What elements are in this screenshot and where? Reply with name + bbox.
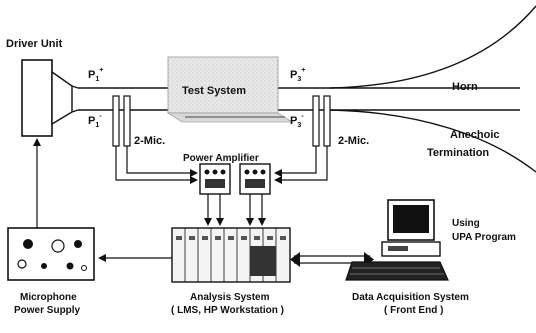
- anechoic-label-line1: Anechoic: [450, 129, 500, 141]
- driver-unit: [21, 59, 79, 137]
- power-amplifier-label: Power Amplifier: [183, 153, 259, 164]
- analysis-system-label-line2: ( LMS, HP Workstation ): [171, 305, 284, 316]
- horn: [329, 5, 536, 173]
- right-2-mic-label: 2-Mic.: [338, 135, 369, 147]
- duct: [78, 87, 520, 111]
- test-system-label: Test System: [182, 85, 246, 97]
- amplifier-output-arrows: [204, 194, 266, 226]
- data-acquisition-computer: [345, 199, 449, 281]
- mic-power-label-line1: Microphone: [20, 292, 77, 303]
- right-microphone-pair: [312, 95, 331, 158]
- p3-minus-label: P3-: [290, 113, 304, 129]
- daq-label-line2: ( Front End ): [384, 305, 443, 316]
- p3-plus-label: P3+: [290, 67, 305, 83]
- driver-unit-label: Driver Unit: [6, 38, 63, 50]
- p1-plus-label: P1+: [88, 67, 103, 83]
- mic-cables: [115, 158, 328, 184]
- analysis-system-rack: [171, 227, 291, 283]
- horn-label: Horn: [452, 81, 478, 93]
- using-label-line1: Using: [452, 218, 480, 229]
- analysis-system-label-line1: Analysis System: [190, 292, 270, 303]
- power-amplifier: [199, 163, 271, 195]
- left-2-mic-label: 2-Mic.: [134, 135, 165, 147]
- daq-label-line1: Data Acquisition System: [352, 292, 469, 303]
- anechoic-label-line2: Termination: [427, 147, 489, 159]
- left-microphone-pair: [112, 95, 131, 158]
- using-label-line2: UPA Program: [452, 232, 516, 243]
- test-system-box: [166, 56, 294, 123]
- mic-power-label-line2: Power Supply: [14, 305, 81, 316]
- p1-minus-label: P1-: [88, 113, 102, 129]
- microphone-power-supply: [7, 227, 95, 281]
